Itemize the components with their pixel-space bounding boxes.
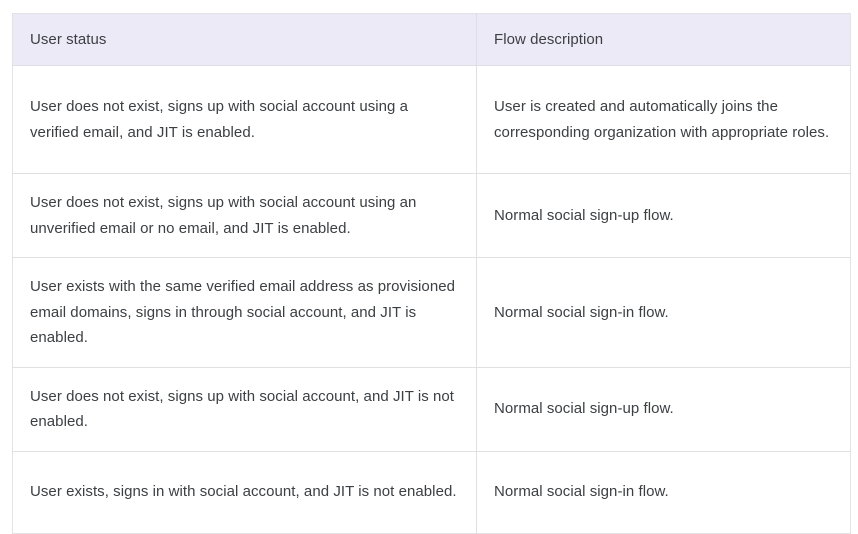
cell-flow-description: Normal social sign-in flow. [476,451,851,533]
table-row: User exists, signs in with social accoun… [12,451,851,533]
cell-flow-description: Normal social sign-up flow. [476,367,851,452]
column-header-flow-description: Flow description [476,13,851,66]
table-row: User exists with the same verified email… [12,257,851,368]
table-header-row: User status Flow description [12,13,851,66]
user-status-flow-table: User status Flow description User does n… [12,13,851,534]
cell-user-status: User does not exist, signs up with socia… [12,367,477,452]
cell-flow-description: User is created and automatically joins … [476,65,851,174]
table-header: User status Flow description [12,13,851,66]
cell-flow-description: Normal social sign-in flow. [476,257,851,368]
table-row: User does not exist, signs up with socia… [12,367,851,452]
cell-flow-description: Normal social sign-up flow. [476,173,851,258]
cell-user-status: User does not exist, signs up with socia… [12,65,477,174]
cell-user-status: User exists with the same verified email… [12,257,477,368]
table-body: User does not exist, signs up with socia… [12,65,851,533]
table-row: User does not exist, signs up with socia… [12,173,851,258]
table-container: User status Flow description User does n… [12,13,851,534]
cell-user-status: User does not exist, signs up with socia… [12,173,477,258]
cell-user-status: User exists, signs in with social accoun… [12,451,477,533]
column-header-user-status: User status [12,13,477,66]
table-row: User does not exist, signs up with socia… [12,65,851,174]
